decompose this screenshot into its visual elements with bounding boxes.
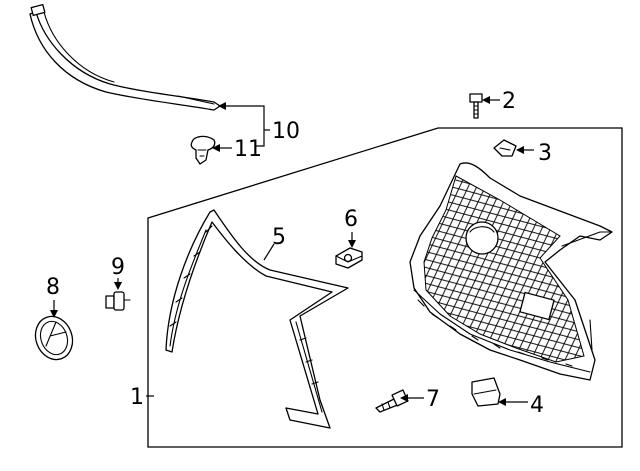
callout-2: 2 [502,89,516,114]
grille-assembly-part [409,162,613,381]
bolt-part [469,93,483,119]
callout-11: 11 [234,137,262,162]
callout-6: 6 [344,207,358,232]
lower-bracket-part [471,377,501,407]
grille-frame-part [165,209,349,429]
nut-clip-part [335,247,363,269]
callout-1: 1 [130,385,144,410]
callout-7: 7 [426,387,440,412]
bracket-part [493,139,517,157]
assembly-outline [147,127,623,448]
callout-10: 10 [272,119,300,144]
molding-strip-part [29,3,221,111]
leader-lines [50,96,534,406]
callout-8: 8 [46,275,60,300]
callout-labels: 1 2 3 4 5 6 7 8 9 10 11 [46,89,552,418]
callout-5: 5 [272,225,286,250]
pin-part [105,291,131,311]
screw-part [375,389,409,413]
callout-9: 9 [111,255,125,280]
callout-3: 3 [538,141,552,166]
clip-part [190,135,216,165]
emblem-part [34,315,74,361]
callout-4: 4 [530,393,544,418]
